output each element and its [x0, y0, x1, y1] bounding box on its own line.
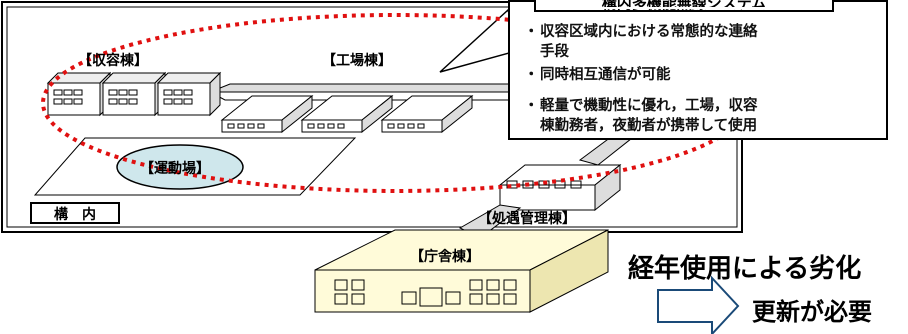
label-dormitory: 【収容棟】	[78, 53, 148, 69]
corridor-shade	[209, 83, 541, 93]
label-premises: 構 内	[30, 202, 120, 224]
label-management: 【処遇管理棟】	[478, 211, 576, 227]
dormitory-buildings	[46, 71, 222, 117]
callout-bullet-3: ・軽量で機動性に優れ，工場，収容 棟勤務者，夜勤者が携帯して使用	[524, 98, 758, 134]
arrow-icon	[657, 275, 740, 334]
conclusion-degradation: 経年使用による劣化	[628, 254, 862, 284]
management-building	[498, 163, 622, 212]
label-playground: 【運動場】	[140, 161, 210, 177]
callout-bullet-2: ・同時相互通信が可能	[524, 67, 671, 83]
system-callout: 構内多機能無線システム ・収容区域内における常態的な連絡 手段 ・同時相互通信が…	[508, 0, 888, 140]
callout-bullet-1: ・収容区域内における常態的な連絡 手段	[524, 24, 758, 60]
callout-title: 構内多機能無線システム	[534, 0, 834, 12]
label-factory: 【工場棟】	[322, 53, 392, 69]
factory-buildings	[220, 94, 474, 134]
chosha-building	[314, 229, 609, 313]
label-chosha: 【庁舎棟】	[410, 249, 480, 265]
conclusion-renewal: 更新が必要	[752, 298, 872, 326]
